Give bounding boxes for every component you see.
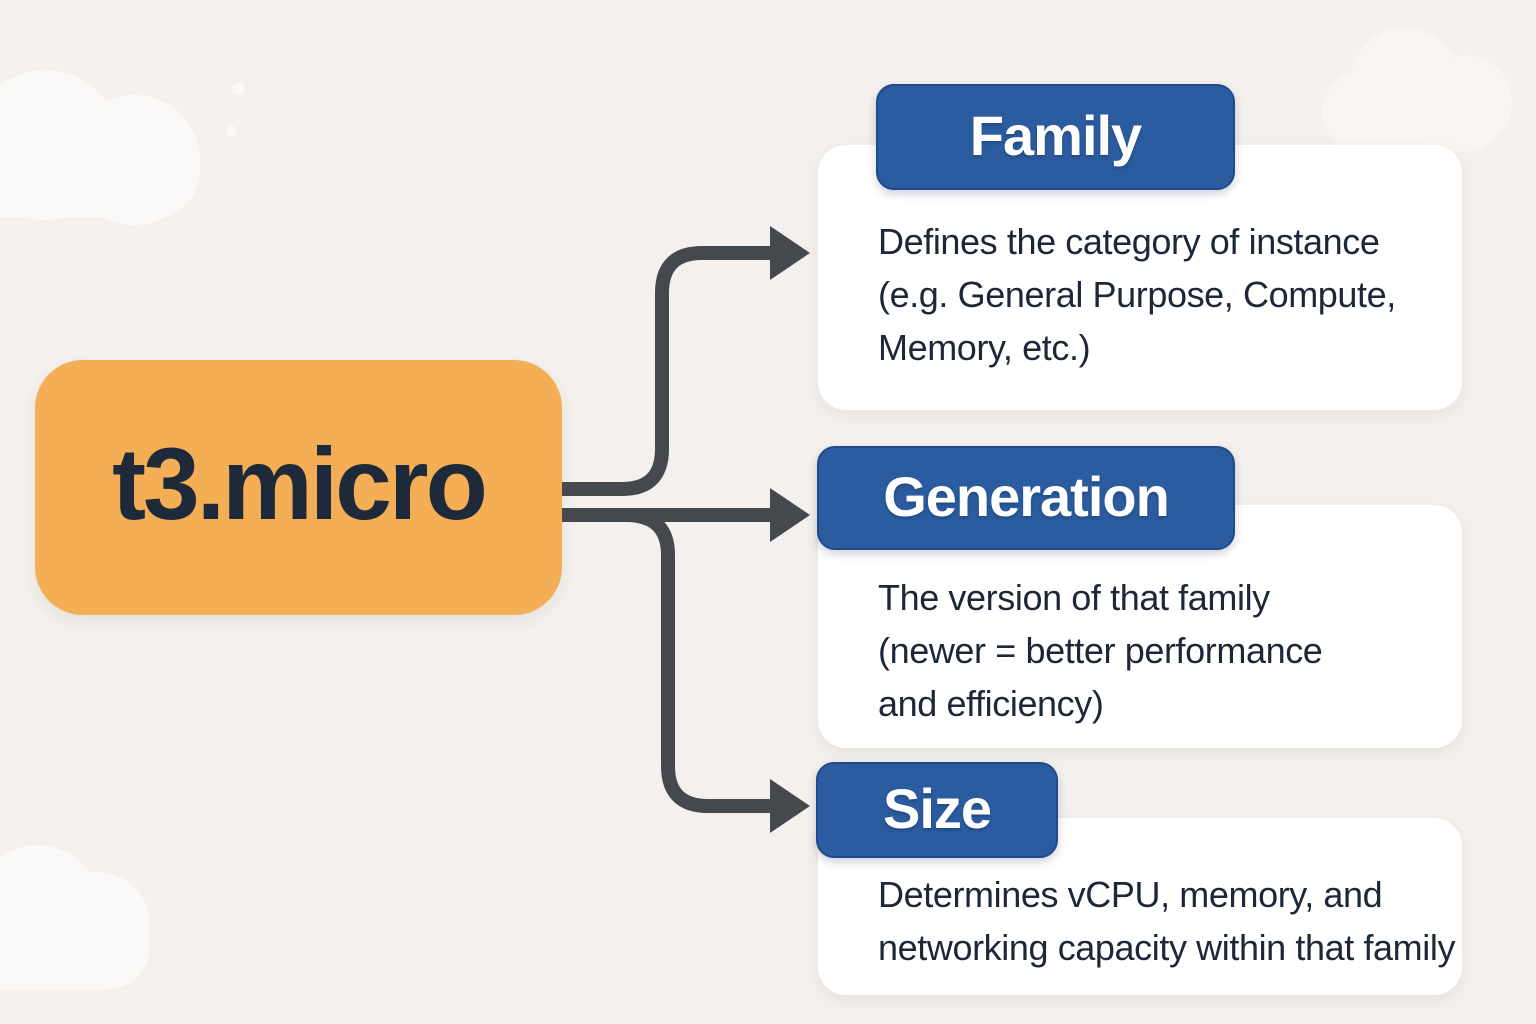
arrow-to-generation: [560, 488, 810, 542]
cloud-dot-1: [232, 82, 245, 95]
family-description-text: Defines the category of instance (e.g. G…: [878, 221, 1396, 368]
size-header-pill: Size: [816, 762, 1058, 858]
size-header-label: Size: [882, 776, 992, 840]
instance-type-label: t3.micro: [112, 427, 488, 541]
cloud-dot-2: [226, 126, 237, 137]
arrow-to-size: [625, 508, 810, 833]
generation-header-pill: Generation: [817, 446, 1235, 550]
family-description-card: Defines the category of instance (e.g. G…: [818, 145, 1462, 410]
arrow-to-family: [560, 226, 810, 496]
family-header-pill: Family: [876, 84, 1235, 190]
generation-header-label: Generation: [883, 464, 1170, 528]
generation-description-text: The version of that family (newer = bett…: [878, 577, 1323, 724]
family-header-label: Family: [969, 103, 1142, 167]
instance-type-box: t3.micro: [35, 360, 562, 615]
size-description-text: Determines vCPU, memory, and networking …: [878, 874, 1456, 968]
